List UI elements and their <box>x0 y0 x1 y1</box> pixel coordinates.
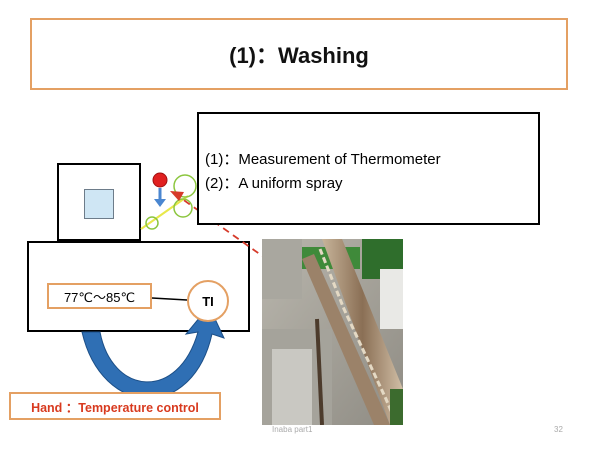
temperature-range-text: 77℃～85℃ <box>63 289 136 305</box>
footer-author: Inaba part1 <box>272 425 313 434</box>
ti-label: TI <box>202 293 214 309</box>
slide-title-text: (1)：Washing <box>229 43 369 68</box>
temperature-range-box: 77℃～85℃ <box>47 283 152 309</box>
ti-connector-line <box>151 297 188 301</box>
nozzle-square <box>84 189 114 219</box>
equipment-photo <box>262 239 403 425</box>
dashed-pointer-arrowhead <box>170 191 184 201</box>
green-circle-small <box>145 216 159 230</box>
slide-title: (1)：Washing <box>30 18 568 90</box>
info-line-spray: (2)：A uniform spray <box>205 175 343 192</box>
green-circle-large <box>173 174 197 198</box>
equipment-photo-art <box>262 239 403 425</box>
thermometer-red-dot <box>152 172 168 188</box>
curved-blue-arrow <box>81 305 225 399</box>
hand-control-box: Hand ：Temperature control <box>9 392 221 420</box>
spray-line <box>140 195 189 230</box>
info-box: (1)：Measurement of Thermometer (2)：A uni… <box>197 112 540 225</box>
blue-down-arrow-head <box>154 199 166 207</box>
hand-control-label: Hand ：Temperature control <box>31 400 199 415</box>
green-circle-mid <box>173 198 193 218</box>
ti-indicator: TI <box>187 280 229 322</box>
page-number: 32 <box>554 425 563 434</box>
dashed-pointer-line <box>177 195 269 261</box>
info-line-measurement: (1)：Measurement of Thermometer <box>205 151 441 168</box>
